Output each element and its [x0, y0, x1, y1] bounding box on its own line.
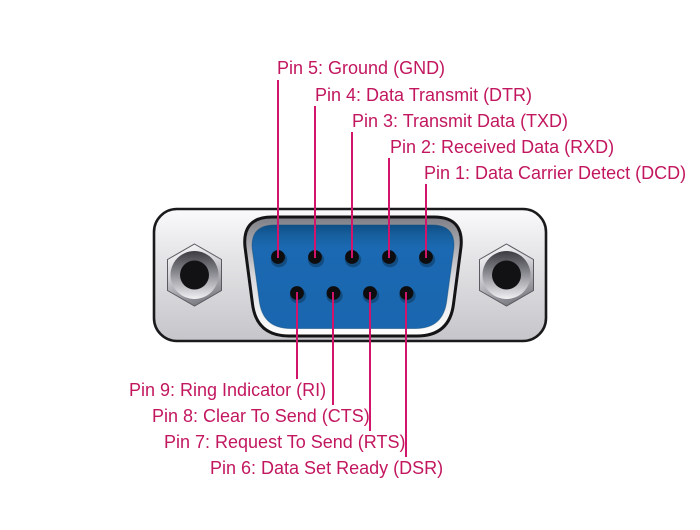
pin-hole-6 [399, 286, 416, 304]
pin8-pointer-line [332, 292, 334, 405]
pin1-label: Pin 1: Data Carrier Detect (DCD) [424, 162, 687, 183]
left-screw-nut [167, 243, 222, 307]
pin3-label: Pin 3: Transmit Data (TXD) [352, 110, 569, 131]
pin6-pointer-line [405, 292, 407, 457]
pin9-pointer-line [296, 292, 298, 379]
pin3-pointer-line [351, 132, 353, 258]
d-sub-blue-insert [251, 224, 455, 329]
pin7-label: Pin 7: Request To Send (RTS) [164, 431, 406, 452]
pin6-label: Pin 6: Data Set Ready (DSR) [210, 457, 444, 478]
pin7-pointer-line [369, 292, 371, 431]
pin5-pointer-line [277, 80, 279, 258]
right-screw-nut [479, 243, 534, 307]
pin2-label: Pin 2: Received Data (RXD) [390, 136, 615, 157]
pin-hole-5 [270, 250, 288, 268]
pin5-label: Pin 5: Ground (GND) [277, 57, 446, 78]
pin2-pointer-line [388, 158, 390, 258]
pin4-pointer-line [314, 106, 316, 258]
pin8-label: Pin 8: Clear To Send (CTS) [152, 405, 370, 426]
pin1-pointer-line [425, 184, 427, 258]
pin4-label: Pin 4: Data Transmit (DTR) [315, 84, 533, 105]
pin9-label: Pin 9: Ring Indicator (RI) [129, 379, 327, 400]
